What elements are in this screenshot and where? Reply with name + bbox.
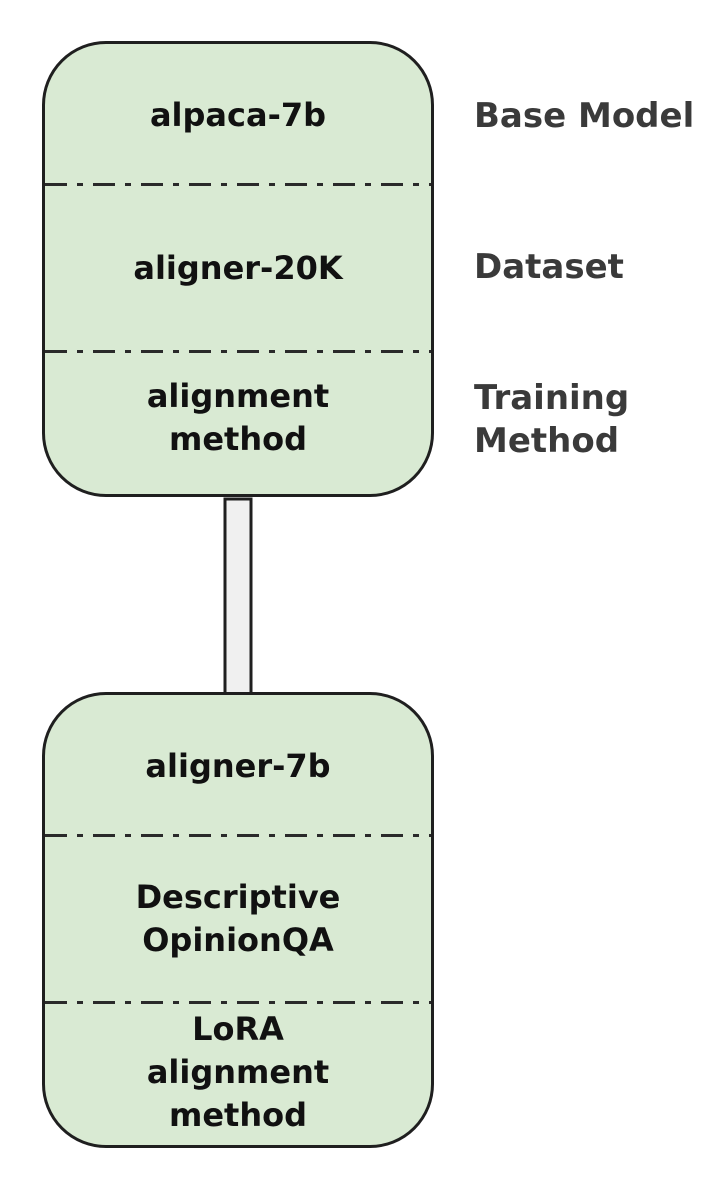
result-config-box: aligner-7b Descriptive OpinionQA LoRA al…	[42, 692, 434, 1148]
divider-line	[45, 350, 431, 353]
base-model-value: alpaca-7b	[149, 96, 327, 134]
result-training-method-value: LoRA alignment method	[146, 1010, 330, 1134]
dataset-value: aligner-20K	[133, 249, 343, 287]
base-model-label: Base Model	[474, 96, 695, 136]
dataset-label: Dataset	[474, 247, 624, 287]
source-config-box: alpaca-7b aligner-20K alignment method	[42, 41, 434, 497]
result-dataset-value: Descriptive OpinionQA	[135, 878, 341, 959]
result-model-value: aligner-7b	[145, 747, 331, 785]
divider-line	[45, 183, 431, 186]
divider-line	[45, 834, 431, 837]
training-method-label: Training Method	[474, 378, 630, 461]
divider-line	[45, 1001, 431, 1004]
training-method-value: alignment method	[146, 377, 330, 458]
